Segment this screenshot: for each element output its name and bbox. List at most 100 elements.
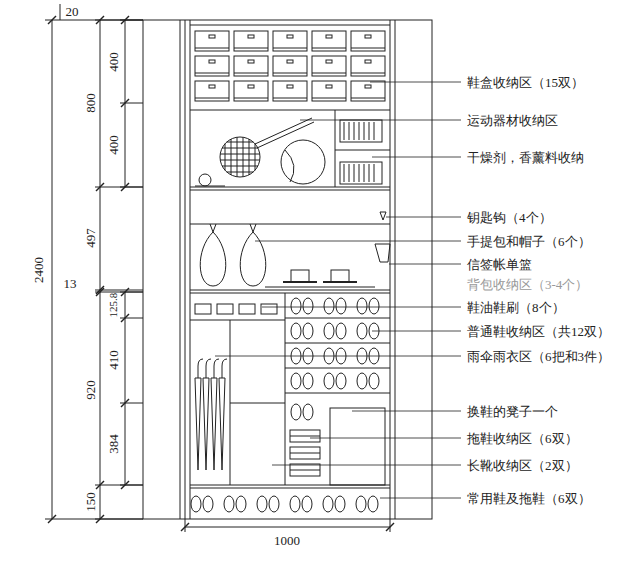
shoe-box — [195, 56, 229, 76]
shoe — [224, 496, 234, 512]
slipper-strap — [290, 436, 320, 437]
umbrella — [211, 378, 217, 470]
callout-label: 运动器材收纳区 — [467, 114, 558, 127]
divider — [285, 293, 286, 485]
shoe — [324, 323, 334, 339]
leader-line — [372, 157, 461, 158]
shoe — [323, 496, 333, 512]
shoe-box-edge — [312, 98, 346, 99]
dimension-label: 150 — [84, 492, 97, 512]
key-hook — [380, 212, 386, 220]
shoe-box — [351, 31, 385, 51]
shoe-box-edge — [195, 48, 229, 49]
dimension-label: 20 — [66, 5, 79, 18]
basket-hatch — [354, 122, 355, 140]
umbrella-shaft — [214, 366, 215, 378]
shoe — [357, 298, 367, 314]
shoe-box-edge — [234, 73, 268, 74]
umbrella-hook — [214, 359, 219, 366]
extension-line — [95, 20, 143, 21]
extension-line — [120, 403, 143, 404]
shoe-box-edge — [195, 98, 229, 99]
shelf — [190, 110, 390, 111]
callout-label: 长靴收纳区（2双） — [467, 459, 578, 472]
dimension-label: 800 — [84, 93, 97, 113]
extension-line — [120, 318, 143, 319]
shoe-box-handle — [248, 85, 254, 88]
dimension-label: 384 — [107, 434, 120, 454]
hat-crown — [291, 270, 309, 282]
dimension-label: 920 — [84, 380, 97, 400]
slipper-strap — [290, 470, 320, 471]
shoe-box-edge — [312, 73, 346, 74]
shoe-box-handle — [287, 85, 293, 88]
dimension-tick — [386, 523, 394, 531]
shelf — [230, 403, 285, 404]
shoe — [324, 298, 334, 314]
racket-string — [220, 160, 260, 161]
shoe — [269, 496, 279, 512]
shoe-box — [312, 31, 346, 51]
cabinet-panel — [185, 20, 186, 519]
shoe — [335, 496, 345, 512]
shoe-box — [312, 81, 346, 101]
polish-box — [217, 304, 233, 314]
ball — [281, 140, 325, 184]
bag-strap — [210, 224, 216, 232]
shoe-box-edge — [351, 73, 385, 74]
shoe — [336, 323, 346, 339]
shoe-box-handle — [326, 35, 332, 38]
leader-line — [380, 498, 461, 499]
shoe — [356, 496, 366, 512]
dryer-basket — [340, 120, 382, 142]
shoe — [290, 496, 300, 512]
basket-hatch — [354, 164, 355, 182]
shoe-shelf — [285, 343, 390, 344]
extension-line — [45, 519, 143, 520]
shoe-shelf — [285, 393, 390, 394]
basket-hatch — [374, 122, 375, 140]
umbrella-shaft — [206, 366, 207, 378]
basket-hatch — [374, 164, 375, 182]
dimension-line — [125, 292, 126, 485]
shoe-box-handle — [365, 60, 371, 63]
shoe — [324, 373, 334, 389]
callout-label: 鞋盒收纳区（15双） — [467, 76, 584, 89]
shelf — [190, 290, 390, 291]
shoe — [357, 373, 367, 389]
shoe — [303, 373, 313, 389]
leader-line — [215, 356, 461, 357]
dimension-line — [100, 20, 101, 519]
shoe-box-edge — [195, 73, 229, 74]
shoe-box-handle — [365, 85, 371, 88]
callout-label: 鞋油鞋刷（8个） — [467, 301, 565, 314]
shoe — [291, 373, 301, 389]
shoe-box — [234, 81, 268, 101]
extension-line — [95, 485, 143, 486]
shoe-box-edge — [273, 48, 307, 49]
leader-line — [262, 307, 461, 308]
small-ball — [199, 174, 211, 186]
umbrella-shaft — [198, 366, 199, 378]
shoe-box — [273, 81, 307, 101]
callout-label: 手提包和帽子（6个） — [467, 235, 591, 248]
umbrella-hook — [222, 359, 227, 366]
shoe — [369, 373, 379, 389]
shoe — [336, 373, 346, 389]
dimension-tick — [48, 16, 56, 24]
shoe — [369, 298, 379, 314]
extension-line — [185, 519, 186, 532]
handbag — [240, 232, 266, 286]
racket-string — [249, 139, 250, 175]
basket-hatch — [344, 164, 345, 182]
shoe-box — [234, 56, 268, 76]
racket-head — [220, 137, 260, 177]
leader-line — [300, 120, 461, 121]
polish-box — [261, 304, 277, 314]
basket-hatch — [359, 164, 360, 182]
slipper-strap — [290, 453, 320, 454]
extension-line — [120, 485, 143, 486]
cabinet-panel — [395, 20, 396, 519]
shelf — [190, 488, 390, 489]
